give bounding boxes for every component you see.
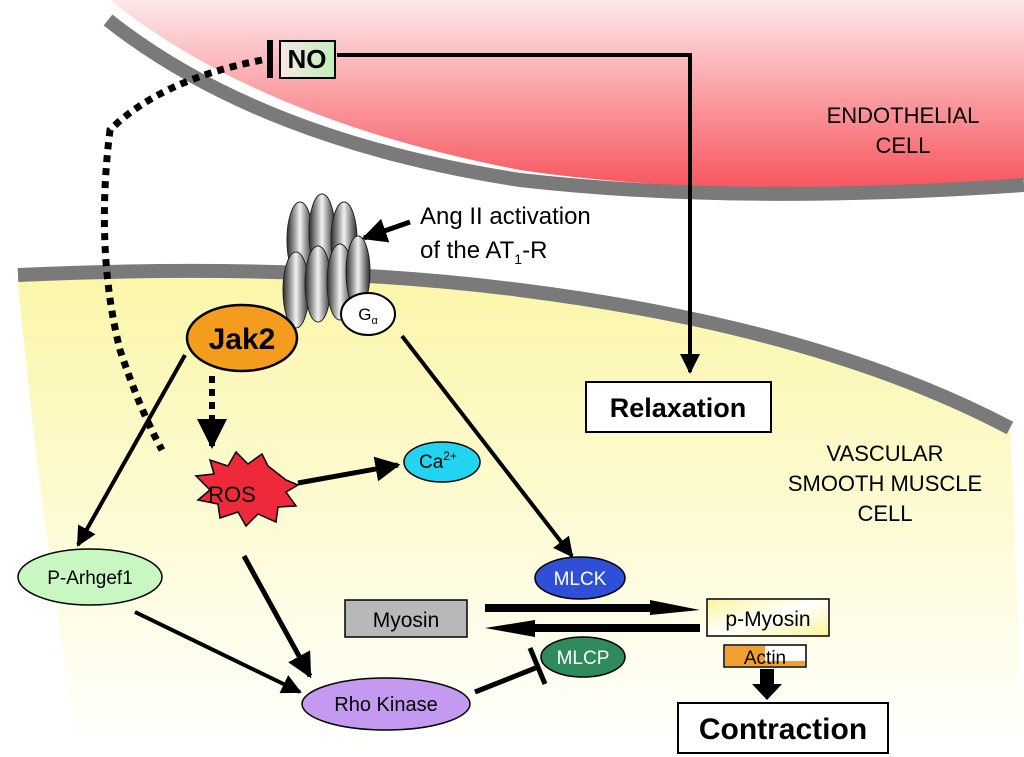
- mlck-node: [534, 556, 626, 600]
- ang-ii-label-line1: Ang II activation: [420, 203, 591, 230]
- no-to-relaxation-arrow: [337, 53, 700, 374]
- no-box: [279, 40, 336, 79]
- p-myosin-label: p-Myosin: [725, 608, 810, 631]
- jak2-to-parhgef1-arrow: [76, 354, 187, 547]
- vsmc-membrane: [17, 263, 1014, 435]
- jak2-node: [185, 303, 299, 373]
- myosin-label: Myosin: [373, 609, 440, 632]
- contraction-label: Contraction: [699, 713, 867, 746]
- calcium-label: Ca2+: [419, 449, 457, 473]
- ros-to-rhokinase-arrow: [241, 554, 313, 679]
- endothelial-cell-region: [110, 0, 1024, 188]
- p-arhgef1-label: P-Arhgef1: [47, 568, 133, 589]
- at1-receptor: [282, 193, 371, 329]
- mlcp-node: [540, 636, 626, 678]
- ros-node: [194, 450, 300, 528]
- rhokinase-inhibits-mlcp-bar: [527, 647, 548, 685]
- ros-label: ROS: [208, 482, 256, 507]
- vsmc-label-3: CELL: [857, 501, 912, 526]
- ang-ii-label-line2: of the AT1-R: [420, 237, 547, 267]
- mlck-label: MLCK: [554, 569, 607, 590]
- rhokinase-inhibits-mlcp-line: [474, 664, 539, 695]
- actin-label: Actin: [744, 648, 786, 669]
- calcium-node: [403, 441, 481, 483]
- galpha-to-mlck-arrow: [400, 334, 574, 558]
- vsmc-label-2: SMOOTH MUSCLE: [788, 471, 982, 496]
- vsmc-label-1: VASCULAR: [827, 441, 944, 466]
- rho-kinase-node: [301, 677, 471, 731]
- actin-fill-bottom: [765, 661, 805, 666]
- relaxation-label: Relaxation: [610, 393, 747, 423]
- jak2-inhibits-no-path: [100, 56, 263, 452]
- reverse-equilibrium-arrow: [485, 620, 700, 637]
- myosin-box: [344, 599, 468, 638]
- g-alpha-node: [340, 292, 396, 336]
- endothelial-cell-label: ENDOTHELIAL: [827, 103, 980, 128]
- relaxation-box: [585, 381, 772, 433]
- endothelial-cell-label-2: CELL: [875, 133, 930, 158]
- vsmc-region: [18, 277, 1024, 757]
- parhgef1-to-rhokinase-arrow: [134, 610, 302, 694]
- ang-ii-arrow: [361, 218, 411, 243]
- p-myosin-box: [706, 598, 830, 637]
- endothelial-membrane: [103, 14, 1024, 201]
- jak2-label: Jak2: [209, 323, 276, 356]
- p-arhgef1-node: [17, 548, 163, 606]
- actin-fill-left: [725, 646, 765, 666]
- actin-to-contraction-arrow: [752, 669, 782, 700]
- contraction-box: [677, 702, 889, 754]
- rho-kinase-label: Rho Kinase: [334, 694, 437, 716]
- no-label: NO: [288, 44, 327, 74]
- mlcp-label: MLCP: [557, 648, 610, 669]
- ros-to-ca-arrow: [297, 456, 401, 486]
- forward-equilibrium-arrow: [485, 600, 700, 615]
- g-alpha-label: Gα: [358, 305, 378, 327]
